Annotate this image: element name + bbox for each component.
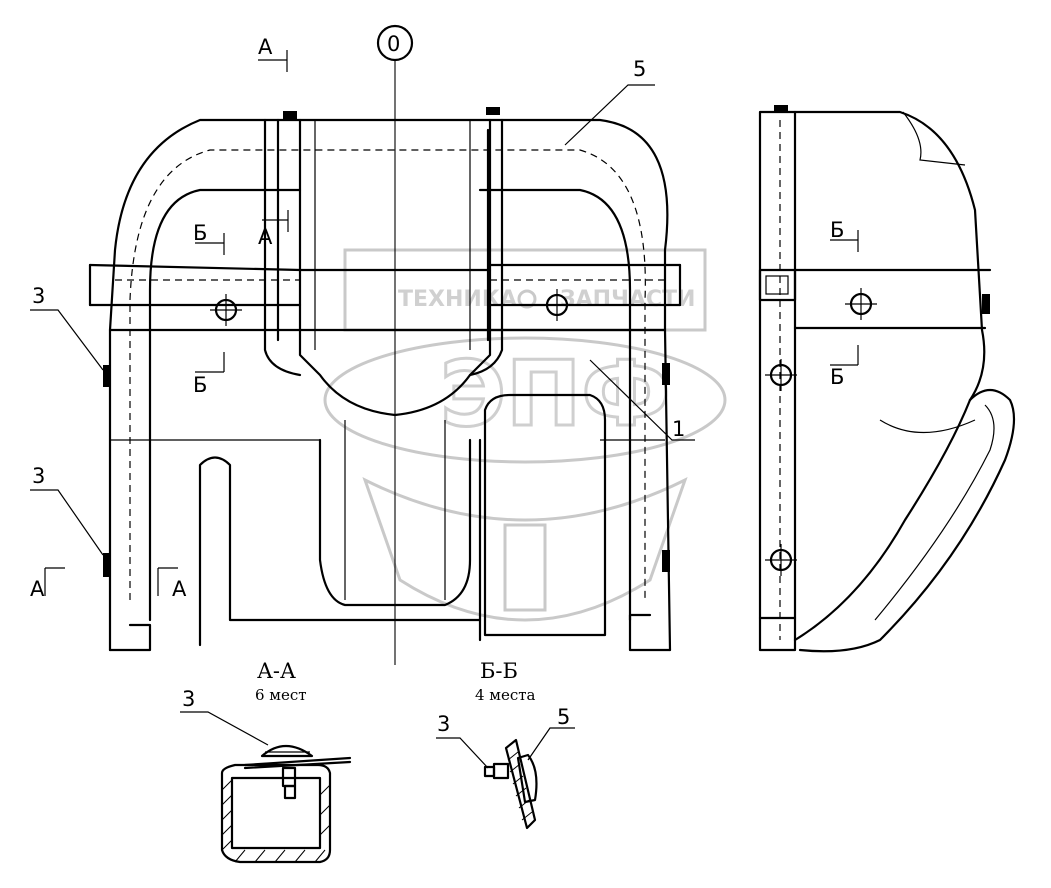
hatching [507, 751, 533, 821]
section-b-mark: Б [193, 221, 207, 245]
section-a-mark: А [258, 225, 273, 249]
section-a-mark: А [258, 35, 273, 59]
section-a-mark: А [172, 577, 187, 601]
watermark-left-word: ТЕХНИКА [398, 287, 517, 312]
axis-zero-label: 0 [387, 32, 400, 56]
callout-part-1: 1 [672, 417, 685, 441]
section-aa-count: 6 мест [255, 686, 307, 704]
callout-part-3: 3 [32, 284, 45, 308]
gear-icon [517, 289, 537, 309]
section-b-mark: Б [830, 365, 844, 389]
front-view: 0 А А А А Б Б 3 3 5 1 [30, 24, 695, 665]
section-a-mark: А [30, 577, 45, 601]
section-bb-count: 4 места [475, 686, 536, 704]
callout-part-3: 3 [437, 712, 450, 736]
rivet-icon [103, 365, 111, 387]
watermark-right-word: ЗАПЧАСТИ [560, 287, 695, 312]
side-view: Б Б [758, 105, 1016, 653]
section-bb-title: Б-Б [480, 659, 518, 683]
rivet-icon [486, 107, 500, 115]
section-b-mark: Б [193, 373, 207, 397]
callout-part-5: 5 [557, 705, 570, 729]
callout-part-5: 5 [633, 57, 646, 81]
section-a-a: А-А 6 мест 3 [180, 659, 352, 864]
section-aa-title: А-А [257, 659, 296, 683]
rivet-icon [103, 553, 111, 577]
section-b-b: Б-Б 4 места 3 5 [436, 659, 575, 830]
rivet-icon [283, 111, 297, 119]
rivet-icon [774, 105, 788, 113]
hatching [221, 779, 331, 863]
rivet-icon [982, 294, 990, 314]
callout-part-3: 3 [32, 464, 45, 488]
rivet-icon [662, 363, 670, 385]
section-b-mark: Б [830, 218, 844, 242]
callout-part-3: 3 [182, 687, 195, 711]
rivet-icon [662, 550, 670, 572]
